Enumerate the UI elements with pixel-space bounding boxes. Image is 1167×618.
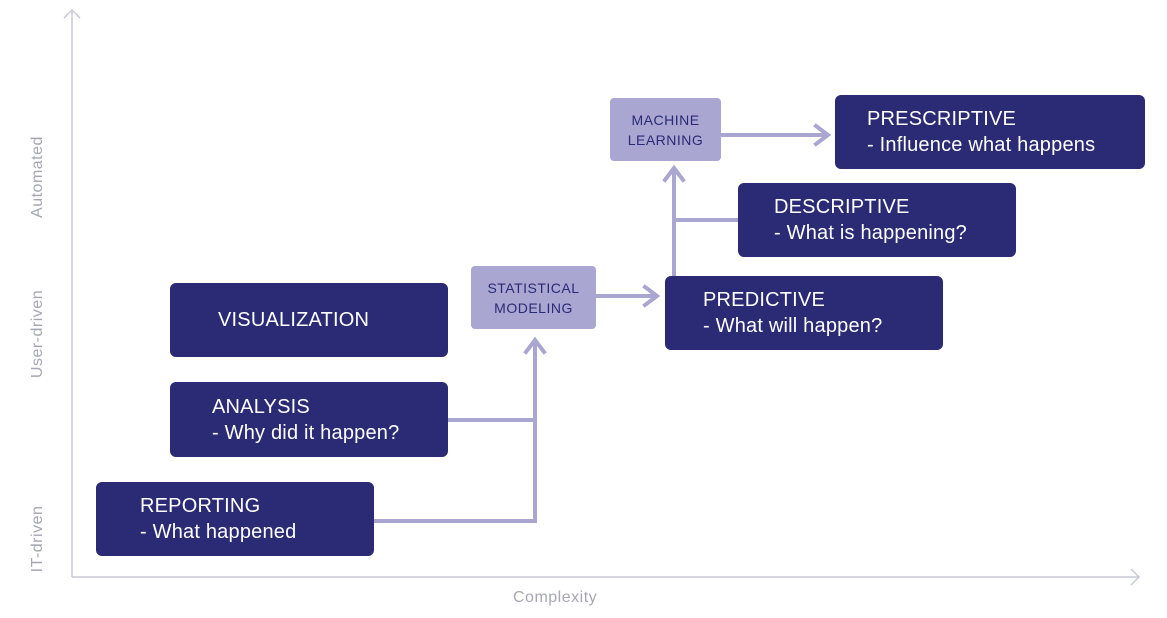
x-axis-label: Complexity (513, 589, 598, 606)
prescriptive-title: PRESCRIPTIVE (867, 108, 1017, 130)
arrowhead-to-statistical-modeling (523, 336, 547, 355)
predictive-subtitle: - What will happen? (703, 315, 883, 337)
reporting-box: REPORTING - What happened (96, 482, 374, 556)
analysis-subtitle: - Why did it happen? (212, 421, 400, 444)
arrowhead-to-prescriptive (813, 123, 832, 147)
descriptive-box: DESCRIPTIVE - What is happening? (738, 183, 1016, 257)
machine-learning-line2: LEARNING (627, 131, 704, 148)
visualization-title: VISUALIZATION (218, 309, 370, 331)
visualization-box: VISUALIZATION (170, 283, 448, 357)
axes (63, 8, 1141, 586)
machine-learning-line1: MACHINE (631, 111, 700, 128)
statistical-modeling-box: STATISTICAL MODELING (471, 266, 596, 329)
reporting-subtitle: - What happened (140, 521, 297, 543)
descriptive-subtitle: - What is happening? (774, 222, 968, 244)
statistical-modeling-line1: STATISTICAL (487, 279, 580, 296)
prescriptive-subtitle: - Influence what happens (867, 134, 1096, 156)
analysis-box: ANALYSIS - Why did it happen? (170, 382, 448, 457)
predictive-box: PREDICTIVE - What will happen? (665, 276, 943, 350)
connectors (372, 123, 832, 523)
analysis-title: ANALYSIS (212, 395, 310, 418)
arrowhead-to-predictive (642, 284, 661, 308)
y-axis-arrowhead (63, 8, 81, 19)
prescriptive-box: PRESCRIPTIVE - Influence what happens (835, 95, 1145, 169)
machine-learning-box: MACHINE LEARNING (610, 98, 721, 161)
reporting-title: REPORTING (140, 495, 261, 517)
statistical-modeling-line2: MODELING (494, 299, 573, 316)
connector-reporting-to-trunk (372, 343, 537, 523)
descriptive-title: DESCRIPTIVE (774, 196, 910, 218)
y-level-user-driven: User-driven (29, 289, 46, 379)
x-axis-arrowhead (1130, 568, 1141, 586)
y-level-automated: Automated (29, 136, 46, 218)
arrowhead-to-machine-learning (662, 164, 686, 183)
predictive-title: PREDICTIVE (703, 289, 826, 311)
y-level-it-driven: IT-driven (29, 505, 46, 573)
